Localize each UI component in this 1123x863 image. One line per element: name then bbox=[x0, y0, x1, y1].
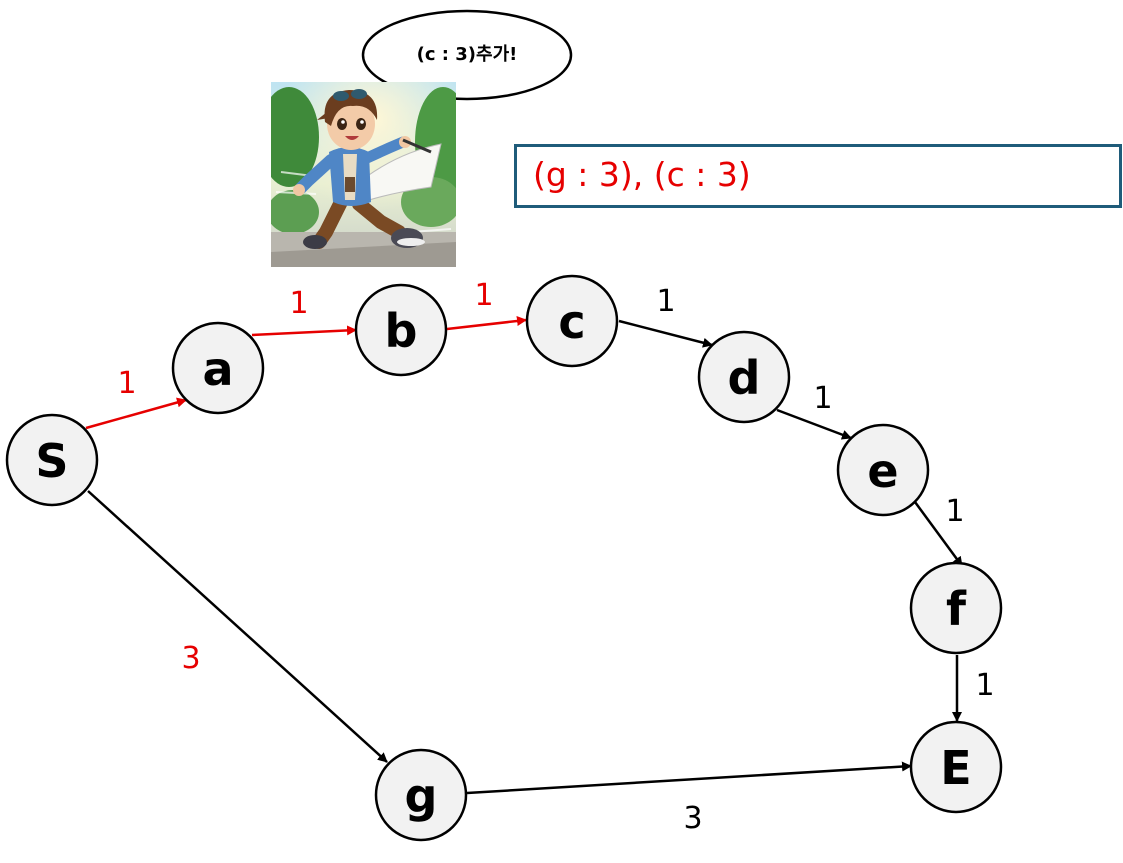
node-g-label: g bbox=[405, 769, 438, 823]
node-b: b bbox=[354, 283, 448, 377]
edge-s-g bbox=[87, 490, 388, 763]
node-d-label: d bbox=[728, 351, 761, 405]
node-c-label: c bbox=[558, 295, 585, 349]
node-g: g bbox=[374, 748, 468, 842]
node-f: f bbox=[909, 561, 1003, 655]
edge-b-c bbox=[446, 316, 527, 331]
edge-s-a bbox=[85, 397, 187, 430]
node-end: E bbox=[909, 720, 1003, 814]
node-f-label: f bbox=[946, 582, 967, 636]
weight-g-E: 3 bbox=[683, 801, 702, 836]
queue-box: (g : 3), (c : 3) bbox=[514, 144, 1122, 208]
weight-f-E: 1 bbox=[975, 668, 994, 703]
running-boy-with-paper-illustration bbox=[271, 82, 456, 267]
speech-bubble-text: (c : 3)추가! bbox=[416, 44, 518, 65]
edge-d-e bbox=[776, 408, 852, 440]
node-end-label: E bbox=[940, 741, 971, 795]
node-e: e bbox=[836, 423, 930, 517]
node-s: S bbox=[5, 413, 99, 507]
node-c: c bbox=[525, 274, 619, 368]
weight-s-g: 3 bbox=[181, 641, 200, 676]
node-d: d bbox=[697, 330, 791, 424]
node-e-label: e bbox=[867, 444, 898, 498]
weight-a-b: 1 bbox=[289, 286, 308, 321]
weight-b-c: 1 bbox=[474, 278, 493, 313]
node-s-label: S bbox=[35, 434, 68, 488]
node-a-label: a bbox=[202, 342, 233, 396]
node-a: a bbox=[171, 321, 265, 415]
node-b-label: b bbox=[385, 304, 418, 358]
edge-c-d bbox=[618, 319, 713, 348]
weight-c-d: 1 bbox=[656, 284, 675, 319]
weight-e-f: 1 bbox=[945, 494, 964, 529]
edge-g-E bbox=[466, 761, 912, 795]
weight-d-e: 1 bbox=[813, 381, 832, 416]
edge-a-b bbox=[251, 325, 357, 337]
edge-e-f bbox=[913, 501, 964, 567]
weight-s-a: 1 bbox=[117, 366, 136, 401]
queue-text: (g : 3), (c : 3) bbox=[533, 155, 751, 194]
